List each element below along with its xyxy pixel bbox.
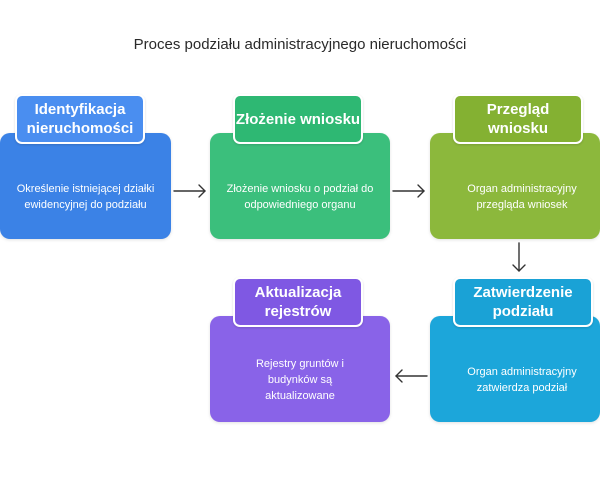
step-description: Określenie istniejącej działki ewidencyj… bbox=[16, 183, 155, 211]
arrow-step3-to-step4 bbox=[512, 242, 526, 272]
step-label: Złożenie wniosku bbox=[233, 94, 363, 144]
step-label: Aktualizacja rejestrów bbox=[233, 277, 363, 327]
step-card-identyfikacja: Określenie istniejącej działki ewidencyj… bbox=[0, 133, 171, 239]
diagram-title: Proces podziału administracyjnego nieruc… bbox=[133, 36, 467, 53]
arrow-step4-to-step5 bbox=[395, 369, 428, 383]
step-description: Rejestry gruntów i budynków są aktualizo… bbox=[255, 358, 345, 402]
step-description: Organ administracyjny zatwierdza podział bbox=[467, 366, 577, 394]
arrow-step2-to-step3 bbox=[392, 184, 425, 198]
step-card-aktualizacja: Rejestry gruntów i budynków są aktualizo… bbox=[210, 316, 390, 422]
step-label: Identyfikacja nieruchomości bbox=[15, 94, 145, 144]
step-card-zlozenie: Złożenie wniosku o podział do odpowiedni… bbox=[210, 133, 390, 239]
step-card-zatwierdzenie: Organ administracyjny zatwierdza podział bbox=[430, 316, 600, 422]
arrow-step1-to-step2 bbox=[173, 184, 206, 198]
step-label: Zatwierdzenie podziału bbox=[453, 277, 593, 327]
step-card-przeglad: Organ administracyjny przegląda wniosek bbox=[430, 133, 600, 239]
step-label: Przegląd wniosku bbox=[453, 94, 583, 144]
step-description: Organ administracyjny przegląda wniosek bbox=[467, 183, 577, 211]
step-description: Złożenie wniosku o podział do odpowiedni… bbox=[226, 183, 374, 211]
